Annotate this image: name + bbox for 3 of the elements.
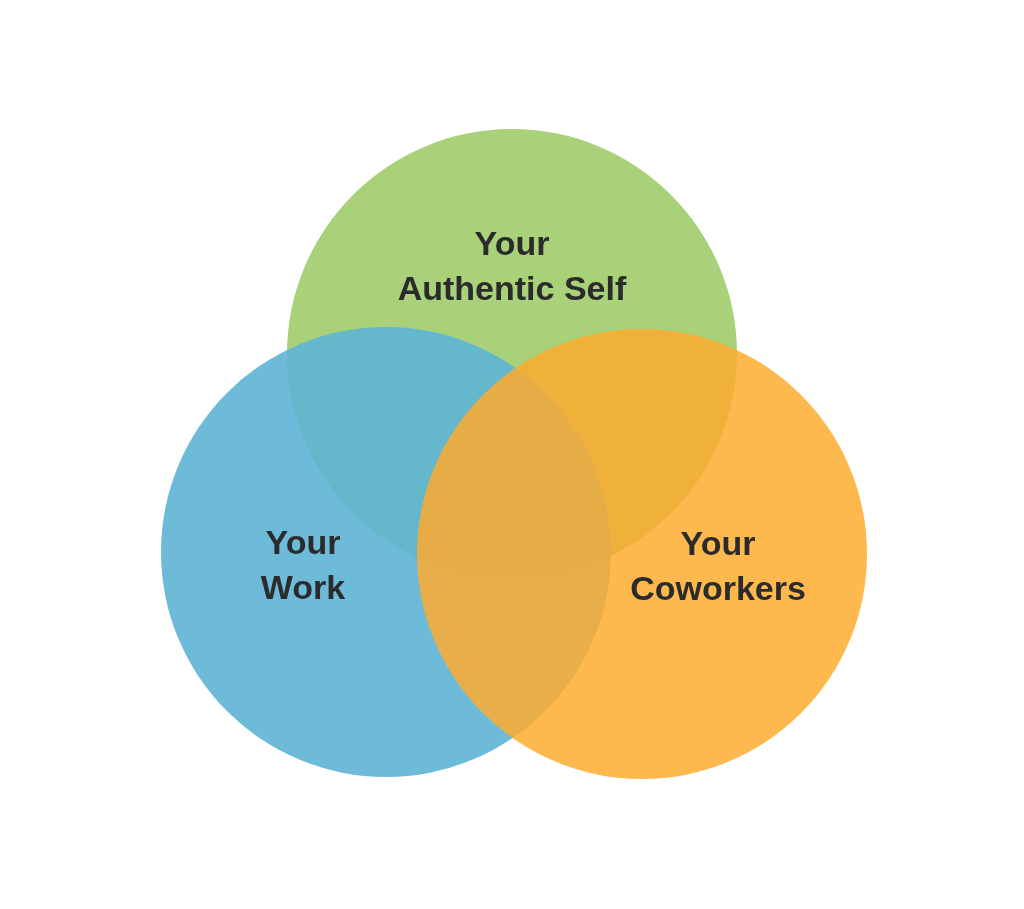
- circle-label: Your Authentic Self: [394, 221, 630, 311]
- circle-label: Your Work: [223, 520, 383, 610]
- circle-label: Your Coworkers: [608, 521, 828, 611]
